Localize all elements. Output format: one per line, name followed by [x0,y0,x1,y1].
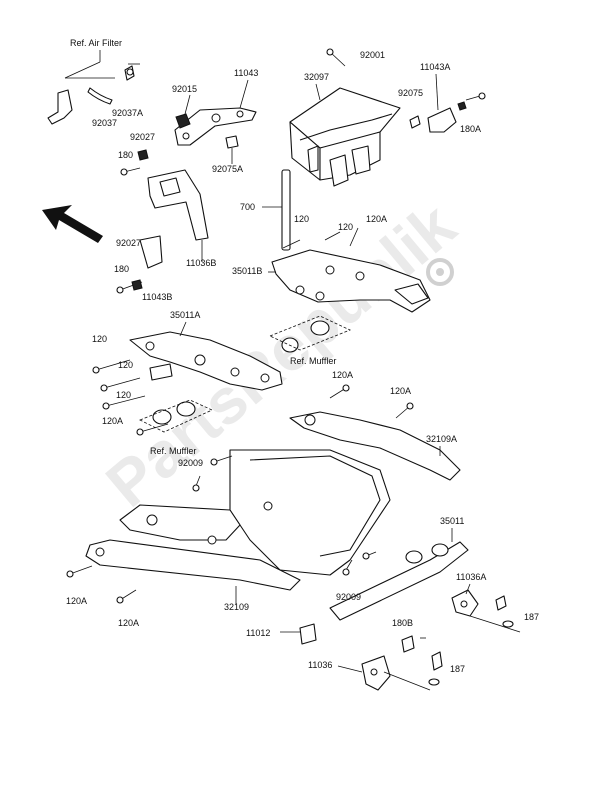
label-120a-mid2: 120A [390,386,411,396]
label-32109a: 32109A [426,434,457,444]
label-32097: 32097 [304,72,329,82]
label-ref-muffler-2: Ref. Muffler [150,446,196,456]
label-92027-mid: 92027 [116,238,141,248]
label-92009-b: 92009 [336,592,361,602]
watermark-gear-icon [426,258,454,286]
label-120a-left: 120A [102,416,123,426]
label-180-top: 180 [118,150,133,160]
label-leader-lines [99,50,471,673]
label-32109: 32109 [224,602,249,612]
battery-case-32097-part [289,87,401,187]
bar-35011-part [329,541,469,621]
battery-case-bolt-92001 [326,48,346,67]
label-180a-top: 180A [460,124,481,134]
rear-fender-part [229,449,391,576]
label-92075a: 92075A [212,164,243,174]
label-92037a: 92037A [112,108,143,118]
label-120a-mid1: 120A [332,370,353,380]
label-187-a: 187 [524,612,539,622]
bracket-32109-part [66,504,301,604]
label-180-mid: 180 [114,264,129,274]
label-120-e: 120 [116,390,131,400]
bracket-11043a-part [409,92,486,133]
bracket-32109a-part [289,411,461,481]
label-11043: 11043 [234,68,258,78]
label-120-a: 120 [294,214,309,224]
label-11043a: 11043A [420,62,450,72]
label-180b: 180B [392,618,413,628]
label-120a-b2: 120A [118,618,139,628]
bolt-92009 [192,455,377,576]
label-92009-a: 92009 [178,458,203,468]
muffler-bushing-top [268,315,352,353]
bracket-11036b-part [116,149,209,294]
battery-bracket-11043-part [174,107,257,149]
label-35011: 35011 [440,516,464,526]
bracket-11036-part [361,635,443,691]
label-120-d: 120 [118,360,133,370]
label-92027-top: 92027 [130,132,155,142]
label-120-b: 120 [338,222,353,232]
label-35011a: 35011A [170,310,200,320]
label-11036: 11036 [308,660,332,670]
label-120a-top: 120A [366,214,387,224]
label-92075: 92075 [398,88,423,98]
bracket-11036a-part [451,589,521,633]
rod-700-part [262,169,291,251]
label-92037: 92037 [92,118,117,128]
label-120-c: 120 [92,334,107,344]
label-120a-bl: 120A [66,596,87,606]
front-direction-arrow-icon [42,205,103,243]
muffler-bushing-bottom [136,399,213,436]
label-ref-air-filter: Ref. Air Filter [70,38,122,48]
label-35011b: 35011B [232,266,262,276]
label-187-b: 187 [450,664,465,674]
label-11036b: 11036B [186,258,216,268]
bolt-120a-mid [329,384,414,419]
label-ref-muffler-1: Ref. Muffler [290,356,336,366]
label-92015: 92015 [172,84,197,94]
label-92001: 92001 [360,50,385,60]
bracket-35011a-part [92,331,283,410]
label-11012: 11012 [246,628,270,638]
air-filter-bracket-part [47,63,140,125]
bracket-35011b-part [271,227,431,313]
label-11036a: 11036A [456,572,486,582]
part-labels: Ref. Air Filter 92037A 92037 92015 11043… [66,38,539,674]
block-11012-part [299,623,317,645]
label-11043b: 11043B [142,292,172,302]
label-700: 700 [240,202,255,212]
